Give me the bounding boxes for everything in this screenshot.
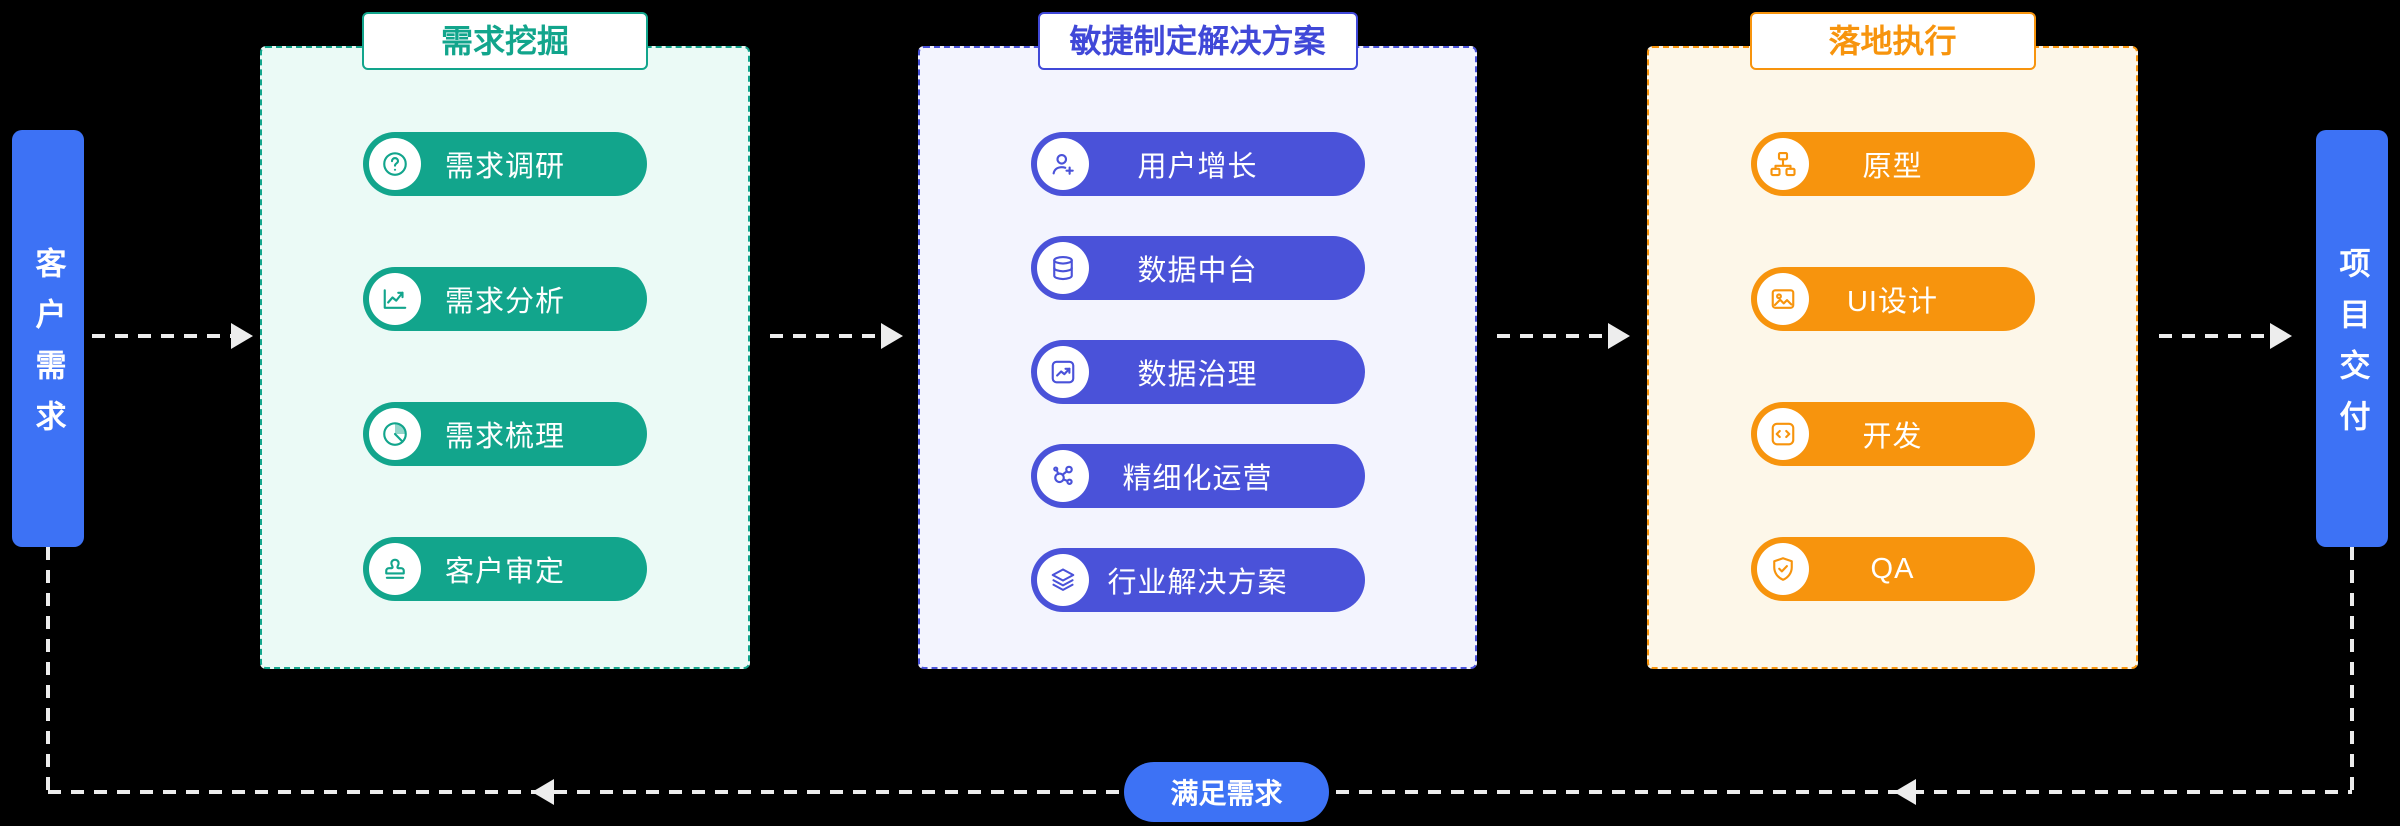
code-icon xyxy=(1756,408,1809,460)
feedback-line-left xyxy=(46,547,50,792)
sitemap-icon xyxy=(1756,138,1809,190)
step-qa: QA xyxy=(1750,537,2035,601)
step-label: 数据治理 xyxy=(1137,359,1258,391)
arrow-line xyxy=(2159,334,2272,338)
flow-arrow-4 xyxy=(2159,323,2292,349)
step-industry-solutions: 行业解决方案 xyxy=(1030,548,1365,612)
image-icon xyxy=(1756,273,1809,325)
feedback-pill: 满足需求 xyxy=(1124,762,1329,822)
stamp-icon xyxy=(369,543,421,595)
panel-title: 需求挖掘 xyxy=(362,12,648,70)
step-development: 开发 xyxy=(1750,402,2035,466)
step-label: 需求分析 xyxy=(444,286,565,318)
flow-arrow-1 xyxy=(92,323,253,349)
panel-title: 敏捷制定解决方案 xyxy=(1037,12,1358,70)
chart-line-icon xyxy=(369,273,421,325)
step-list: 原型 UI设计 开发 QA xyxy=(1649,48,2136,601)
step-demand-sorting: 需求梳理 xyxy=(363,402,647,466)
customer-requirements-node: 客户需求 xyxy=(12,130,84,547)
customer-requirements-label: 客户需求 xyxy=(30,246,66,451)
step-label: 行业解决方案 xyxy=(1107,567,1288,599)
step-customer-approval: 客户审定 xyxy=(363,537,647,601)
feedback-label: 满足需求 xyxy=(1170,778,1283,809)
step-demand-analysis: 需求分析 xyxy=(363,267,647,331)
feedback-line-right xyxy=(2350,547,2354,792)
arrow-right-icon xyxy=(2270,323,2292,349)
step-label: 用户增长 xyxy=(1137,151,1258,183)
step-data-governance: 数据治理 xyxy=(1030,340,1365,404)
step-list: 需求调研 需求分析 需求梳理 客户审定 xyxy=(262,48,748,601)
step-demand-research: 需求调研 xyxy=(363,132,647,196)
step-label: 开发 xyxy=(1862,421,1923,453)
arrow-line xyxy=(770,334,883,338)
layers-icon xyxy=(1036,554,1089,606)
step-prototype: 原型 xyxy=(1750,132,2035,196)
step-data-platform: 数据中台 xyxy=(1030,236,1365,300)
arrow-right-icon xyxy=(1608,323,1630,349)
panel-title: 落地执行 xyxy=(1749,12,2036,70)
arrow-line xyxy=(1497,334,1610,338)
step-list: 用户增长 数据中台 数据治理 精细化运营 xyxy=(920,48,1475,612)
project-delivery-label: 项目交付 xyxy=(2334,246,2370,451)
step-refined-operations: 精细化运营 xyxy=(1030,444,1365,508)
flow-arrow-2 xyxy=(770,323,903,349)
database-icon xyxy=(1036,242,1089,294)
step-label: 客户审定 xyxy=(444,556,565,588)
question-icon xyxy=(369,138,421,190)
flow-arrow-3 xyxy=(1497,323,1630,349)
step-label: QA xyxy=(1870,552,1915,585)
step-label: 原型 xyxy=(1862,151,1923,183)
step-label: 精细化运营 xyxy=(1122,463,1273,495)
step-label: 数据中台 xyxy=(1137,255,1258,287)
panel-agile-solution: 敏捷制定解决方案 用户增长 数据中台 数据治理 xyxy=(918,12,1477,669)
project-delivery-node: 项目交付 xyxy=(2316,130,2388,547)
panel-implementation: 落地执行 原型 UI设计 开发 xyxy=(1647,12,2138,669)
step-user-growth: 用户增长 xyxy=(1030,132,1365,196)
panel-demand-mining: 需求挖掘 需求调研 需求分析 需求梳理 xyxy=(260,12,750,669)
step-label: 需求梳理 xyxy=(444,421,565,453)
step-label: UI设计 xyxy=(1846,286,1938,318)
step-label: 需求调研 xyxy=(444,151,565,183)
arrow-left-icon xyxy=(1894,779,1916,805)
arrow-line xyxy=(92,334,233,338)
user-plus-icon xyxy=(1036,138,1089,190)
arrow-right-icon xyxy=(231,323,253,349)
arrow-right-icon xyxy=(881,323,903,349)
network-icon xyxy=(1036,450,1089,502)
pie-chart-icon xyxy=(369,408,421,460)
shield-check-icon xyxy=(1756,543,1809,595)
step-ui-design: UI设计 xyxy=(1750,267,2035,331)
arrow-left-icon xyxy=(532,779,554,805)
chart-board-icon xyxy=(1036,346,1089,398)
